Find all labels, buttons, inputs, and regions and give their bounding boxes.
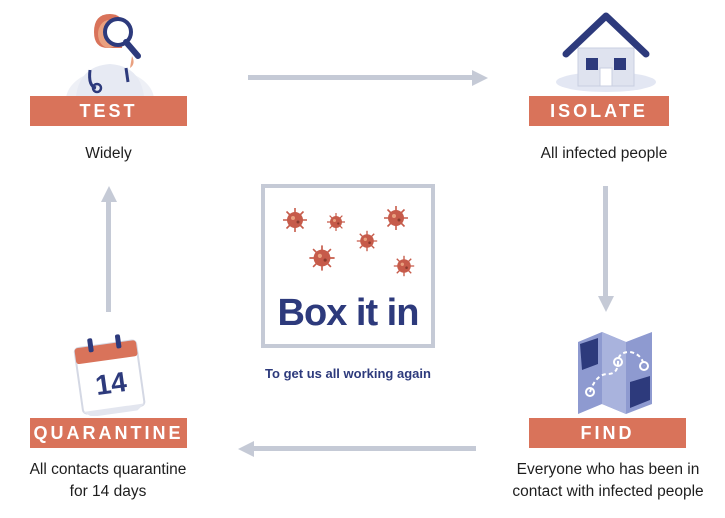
center-caption: To get us all working again: [265, 366, 431, 381]
box-title: Box it in: [277, 292, 420, 334]
doctor-icon: [62, 8, 158, 130]
house-icon: [552, 10, 656, 94]
find-label: FIND: [529, 418, 686, 448]
arrow-down: [598, 186, 614, 317]
map-icon: [572, 330, 658, 416]
arrow-right: [248, 70, 488, 91]
calendar-icon: 14: [68, 330, 150, 417]
test-label: TEST: [30, 96, 187, 126]
find-description-line2: contact with infected people: [512, 483, 704, 500]
isolate-description: All infected people: [540, 145, 668, 162]
arrow-up: [101, 186, 117, 317]
quarantine-description-line2: for 14 days: [69, 483, 147, 500]
find-description-line1: Everyone who has been in: [516, 461, 700, 478]
quarantine-label: QUARANTINE: [30, 418, 187, 448]
arrow-left: [238, 441, 476, 462]
virus-icon: [282, 205, 415, 277]
box-it-in-panel: Box it in: [261, 184, 435, 348]
test-description: Widely: [85, 145, 132, 162]
quarantine-description-line1: All contacts quarantine: [29, 461, 187, 478]
isolate-label: ISOLATE: [529, 96, 669, 126]
